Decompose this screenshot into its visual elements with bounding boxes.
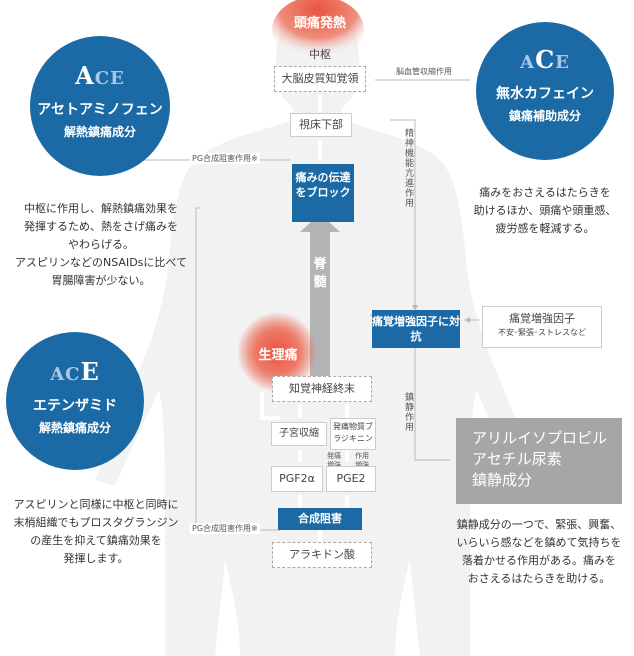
- allyl-line3: 鎮静成分: [472, 471, 533, 489]
- gray-connectors: [120, 79, 480, 531]
- caffeine-logo: ACE: [520, 45, 570, 74]
- enhancer-factor-box: 痛覚増強因子 不安･緊張･ストレスなど: [482, 306, 602, 348]
- block-pain-text: 痛みの伝達をブロック: [295, 171, 351, 199]
- arachidonic-box: アラキドン酸: [272, 542, 372, 568]
- acetaminophen-logo: ACE: [75, 61, 125, 90]
- uterine-box: 子宮収縮: [271, 422, 327, 446]
- enhancer-factor-sub: 不安･緊張･ストレスなど: [498, 328, 586, 337]
- mental-label: 精神機能亢進作用: [403, 128, 413, 208]
- enhancer-box: 痛覚増強因子に対抗: [372, 310, 460, 348]
- ethenzamide-desc: アスピリンと同様に中枢と同時に 末梢組織でもプロスタグランジン の産生を抑えて鎮…: [13, 498, 179, 565]
- sedative-label: 鎮静作用: [403, 392, 413, 432]
- ethenzamide-circle: ACE エテンザミド 解熱鎮痛成分: [6, 332, 144, 470]
- caffeine-desc: 痛みをおさえるはたらきを 助けるほか、頭痛や頭重感、 疲労感を軽減する。: [473, 186, 617, 235]
- synergy-right: 作用増強: [355, 452, 369, 469]
- ethenzamide-logo: ACE: [50, 357, 100, 386]
- sensory-nerve-box: 知覚神経終末: [272, 376, 372, 402]
- ethenzamide-sub: 解熱鎮痛成分: [38, 421, 111, 435]
- caffeine-name: 無水カフェイン: [496, 86, 594, 102]
- enhancer-factor-title: 痛覚増強因子: [509, 312, 575, 325]
- allyl-desc: 鎮静成分の一つで、緊張、興奮、 いらいら感などを鎮めて気持ちを 落着かせる作用が…: [456, 518, 622, 585]
- pain-glow: [237, 312, 317, 392]
- synthesis-block-box: 合成阻害: [278, 508, 362, 530]
- allyl-line2: アセチル尿素: [472, 450, 562, 468]
- ethenzamide-name: エテンザミド: [33, 398, 117, 414]
- enhancer-text: 痛覚増強因子に対抗: [372, 315, 460, 343]
- pgf-box: PGF2α: [271, 466, 323, 492]
- cortex-box: 大脳皮質知覚領: [274, 66, 366, 92]
- pge-box: PGE2: [326, 466, 376, 492]
- caffeine-circle: ACE 無水カフェイン 鎮痛補助成分: [476, 22, 614, 160]
- synergy-left: 発痛増強: [327, 452, 341, 469]
- thalamus-box: 視床下部: [290, 113, 352, 137]
- algogenic-text: 発痛物質ブラジキニン: [333, 422, 373, 443]
- central-label: 中枢: [309, 48, 331, 61]
- pg-label-bottom: PG合成阻害作用※: [190, 523, 260, 534]
- acetaminophen-name: アセトアミノフェン: [37, 102, 163, 118]
- caffeine-sub: 鎮痛補助成分: [508, 109, 581, 123]
- headache-label: 頭痛発熱: [293, 16, 346, 31]
- allyl-box: アリルイソプロピル アセチル尿素 鎮静成分: [456, 418, 622, 504]
- headache-glow: [272, 0, 364, 64]
- block-pain-box: 痛みの伝達をブロック: [292, 164, 354, 222]
- physiological-pain-label: 生理痛: [258, 348, 298, 363]
- vaso-label: 脳血管収縮作用: [396, 67, 452, 76]
- pg-label-top: PG合成阻害作用※: [190, 153, 260, 164]
- acetaminophen-desc: 中枢に作用し、解熱鎮痛効果を 発揮するため、熱をさげ痛みを やわらげる。 アスピ…: [15, 202, 187, 287]
- acetaminophen-circle: ACE アセトアミノフェン 解熱鎮痛成分: [30, 36, 170, 176]
- spine-label: 脊髄: [313, 257, 327, 290]
- acetaminophen-sub: 解熱鎮痛成分: [63, 125, 136, 139]
- allyl-line1: アリルイソプロピル: [472, 429, 608, 447]
- algogenic-box: 発痛物質ブラジキニン: [330, 418, 376, 450]
- white-connectors: [260, 95, 349, 542]
